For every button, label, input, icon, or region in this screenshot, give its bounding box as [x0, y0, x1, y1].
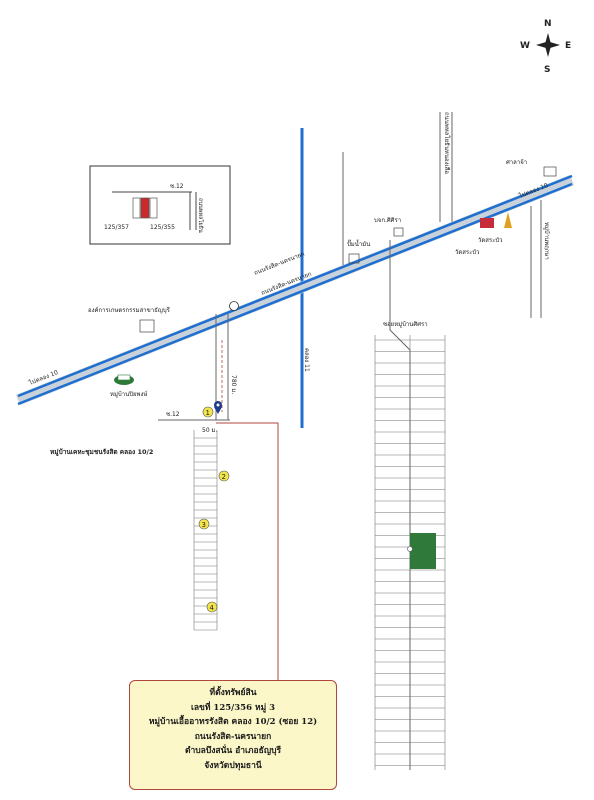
compass-s: S — [544, 65, 550, 75]
marker-1: 1 — [202, 406, 214, 418]
market-building — [543, 166, 557, 177]
info-line-3: ถนนรังสิต-นครนายก — [194, 731, 272, 742]
marker-4: 4 — [206, 601, 218, 613]
canal-village-label: หมู่บ้านเคหะชุมชนรังสิต คลอง 10/2 — [50, 447, 153, 457]
village-logo-icon — [114, 374, 134, 385]
compass-e: E — [565, 41, 571, 51]
soi12-label: ซ.12 — [166, 411, 180, 418]
agri-label: องค์การเกษตรกรรมสาขาธัญบุรี — [88, 306, 171, 314]
info-line-1: เลขที่ 125/356 หมู่ 3 — [190, 702, 276, 713]
property-info-box: ที่ตั้งทรัพย์สิน เลขที่ 125/356 หมู่ 3 ห… — [129, 680, 337, 790]
compass-n: N — [544, 19, 552, 29]
canal-vertical-label: คลอง 11 — [303, 348, 310, 372]
svg-text:4: 4 — [210, 604, 215, 612]
gas-label: ปั๊มน้ำมัน — [347, 238, 370, 248]
marker-3: 3 — [198, 518, 210, 530]
location-pin-icon — [214, 401, 222, 414]
wat-sign-label: วัดสระบัว — [455, 249, 480, 256]
subject-plot-marker — [140, 197, 150, 219]
gas-station-building — [348, 253, 360, 264]
svg-text:2: 2 — [222, 473, 226, 481]
main-road-label-top: ถนนรังสิต-นครนายก — [253, 250, 306, 276]
inset-plot-detail: ซ.12 125/357 125/355 ถนนพหลโยธิน — [89, 165, 231, 245]
green-plot — [410, 533, 436, 569]
info-line-5: จังหวัดปทุมธานี — [204, 760, 262, 771]
info-title: ที่ตั้งทรัพย์สิน — [209, 688, 257, 698]
wat-label: วัดสระบัว — [478, 237, 503, 244]
leader-line — [216, 422, 279, 680]
inset-plot-left: 125/357 — [104, 224, 129, 231]
side-road-label: ถนนพหลโยธินหนองเสือ — [443, 112, 451, 174]
compass-icon: N S E W — [520, 19, 571, 75]
agri-building — [139, 319, 155, 333]
village-left-label: หมู่บ้านปิยพงษ์ — [110, 390, 147, 398]
temple-icon — [480, 212, 512, 228]
inset-plot-right: 125/355 — [150, 224, 175, 231]
info-line-2: หมู่บ้านเอื้ออาทรรังสิต คลอง 10/2 (ซอย 1… — [148, 717, 318, 727]
svg-text:3: 3 — [202, 521, 206, 529]
compass-w: W — [520, 41, 530, 51]
distance-small-label: 50 ม. — [202, 427, 217, 434]
info-line-4: ตำบลบึงสนั่น อำเภอธัญบุรี — [184, 746, 282, 756]
junction-marker-icon — [229, 301, 239, 311]
subject-village-plots — [193, 430, 218, 631]
company-label: บจก.ศิศิรา — [374, 217, 401, 224]
company-building — [393, 227, 404, 237]
svg-text:1: 1 — [206, 409, 210, 417]
soi-village-label: ซอยหมู่บ้านศิศรา — [383, 321, 428, 328]
right-road-label: หมู่บ้านพฤกษา — [543, 222, 550, 260]
main-road-rangsit-nakhonnayok — [15, 174, 575, 406]
marker-2: 2 — [218, 470, 230, 482]
inset-road-label: ถนนพหลโยธิน — [197, 198, 205, 233]
inset-soi-label: ซ.12 — [170, 183, 184, 190]
village-soi-road — [389, 240, 411, 770]
market-label: ศาลาจ้า — [506, 159, 527, 166]
distance-label: 780 ม. — [230, 375, 237, 394]
